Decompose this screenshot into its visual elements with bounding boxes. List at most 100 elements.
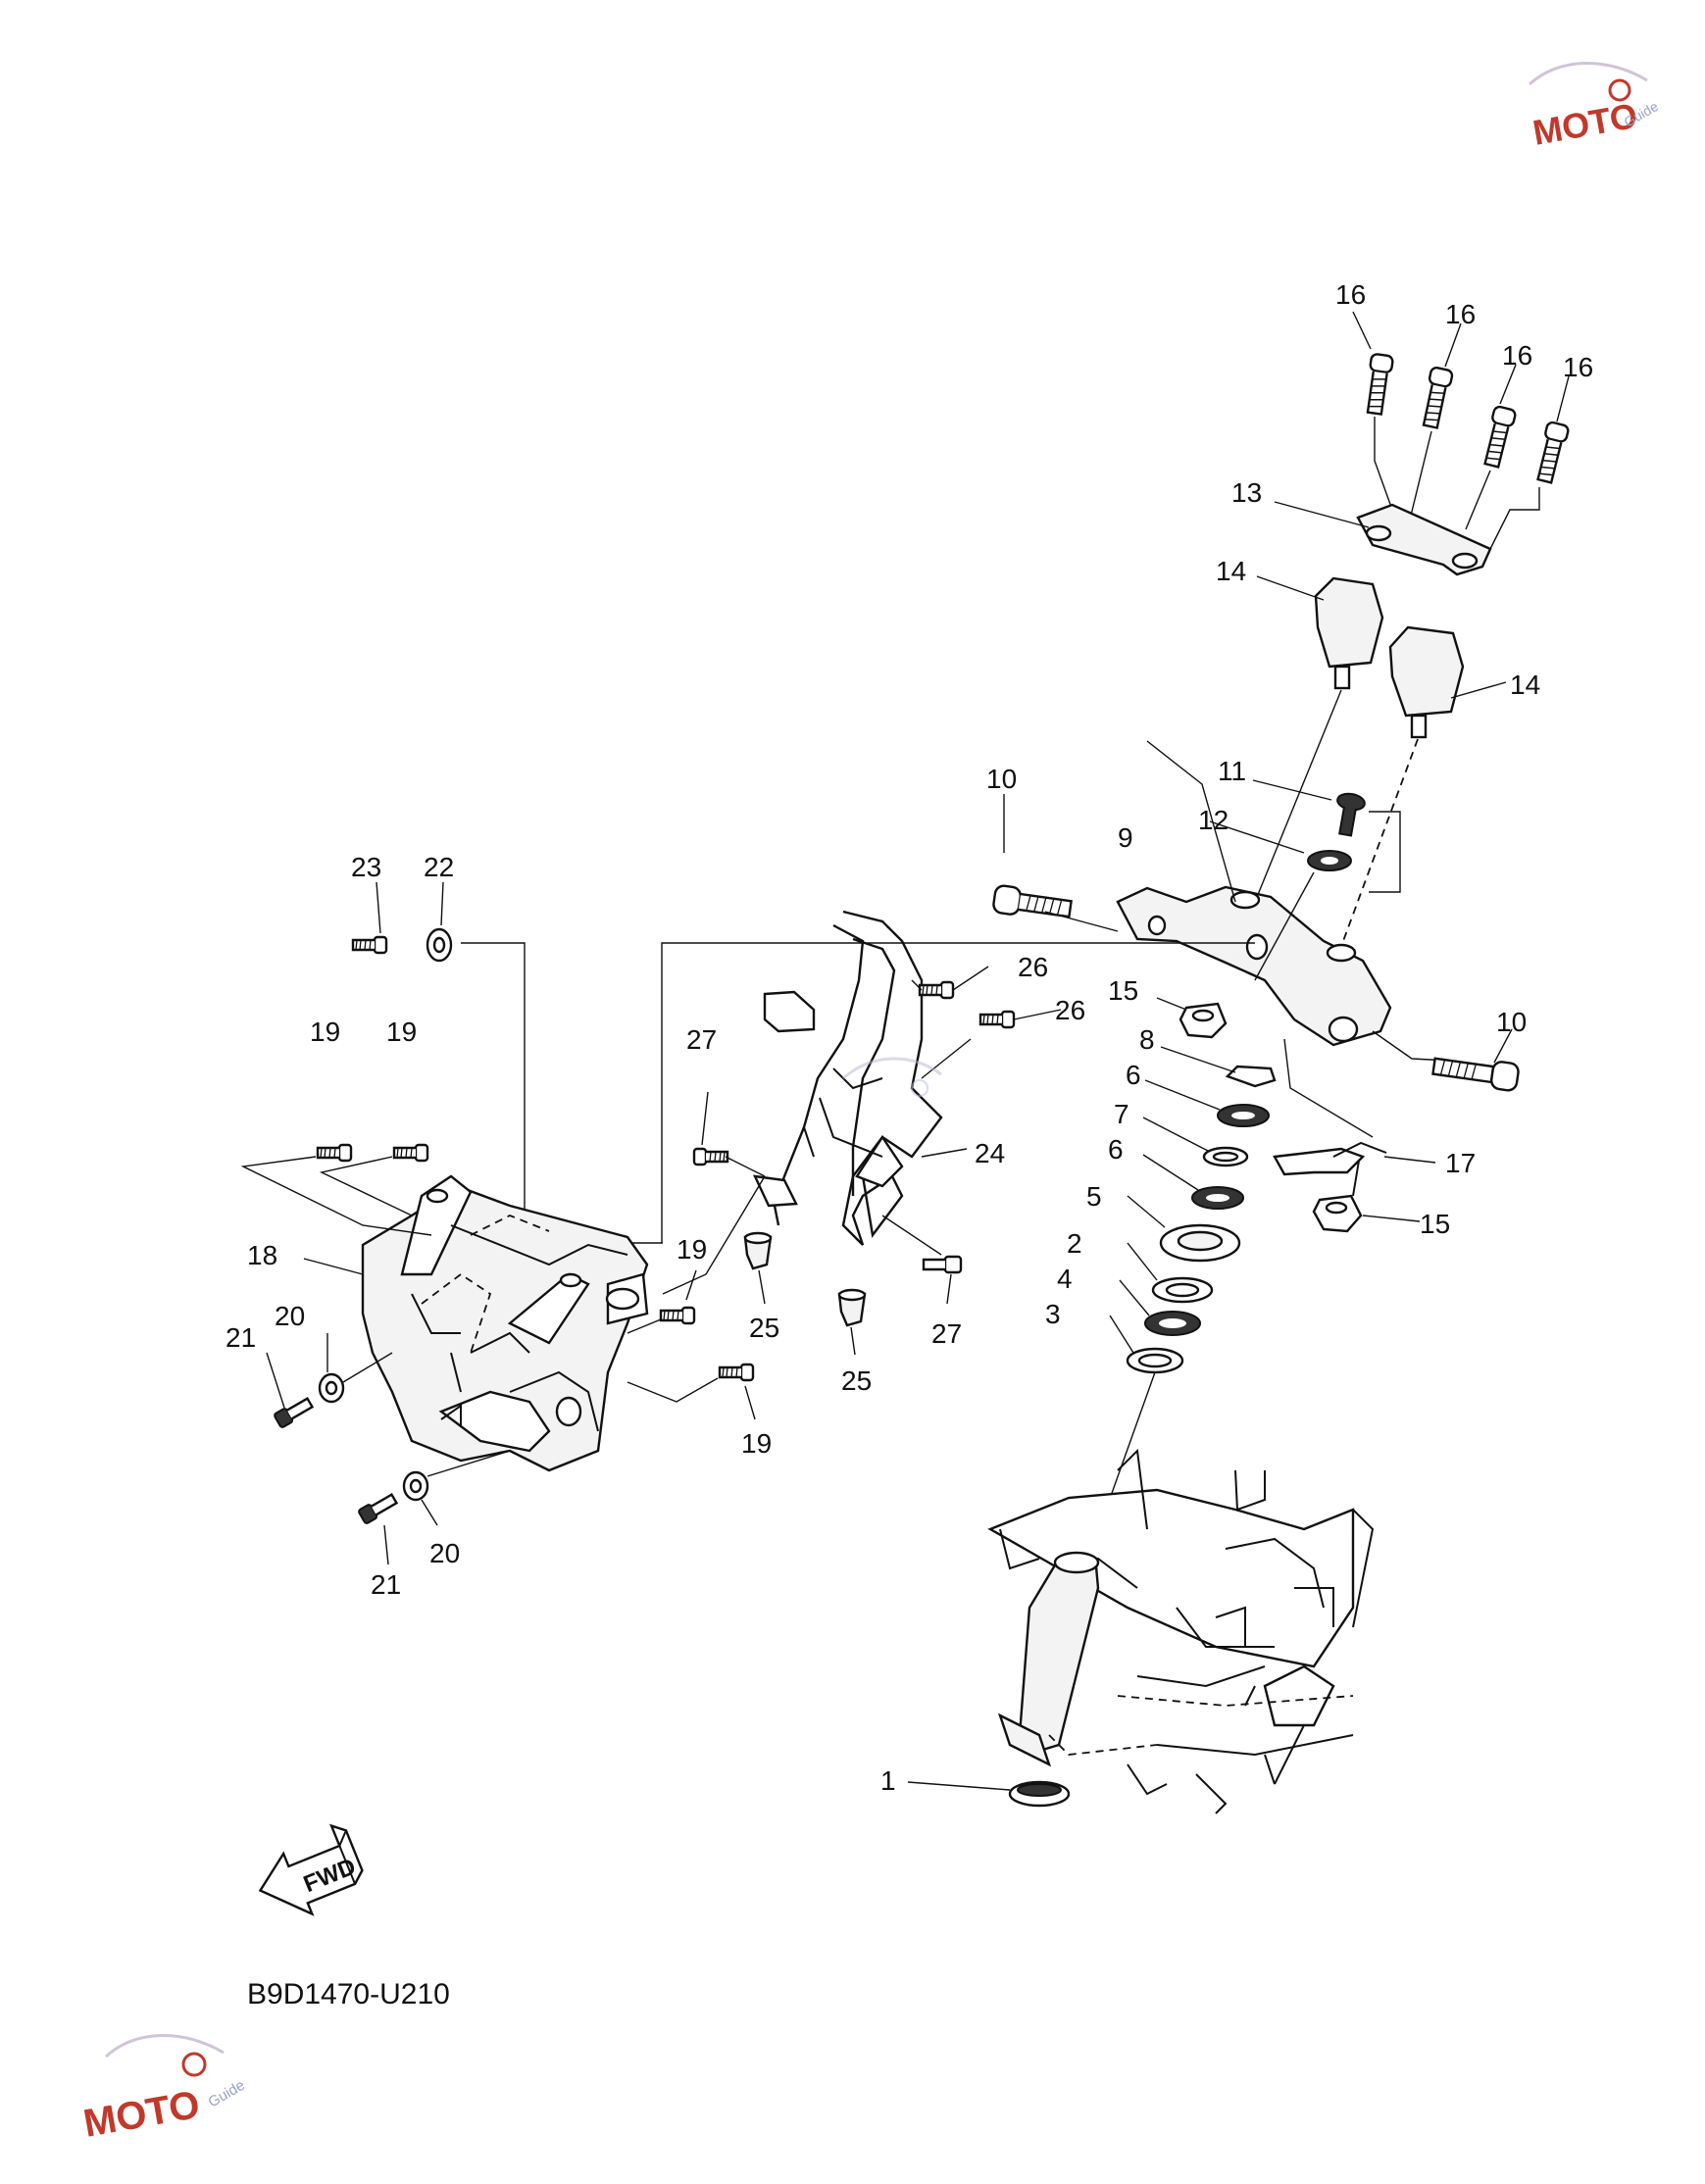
part-6-washer-lower: [1191, 1186, 1244, 1210]
part-14-lower-holder-left: [1314, 576, 1384, 669]
label-16-b: 16: [1445, 299, 1476, 329]
part-8-lock-washer: [1225, 1065, 1277, 1088]
label-26-b: 26: [1055, 995, 1085, 1025]
part-27-bolt-b: [922, 1255, 963, 1274]
label-14-b: 14: [1510, 670, 1540, 700]
car-silhouette-icon: [1528, 62, 1648, 86]
part-26-bolt-b: [978, 1010, 1016, 1029]
label-6-a: 6: [1126, 1060, 1141, 1090]
part-15-nut-upper: [1178, 1002, 1228, 1039]
label-1: 1: [880, 1765, 896, 1796]
leader-lines: [266, 311, 1570, 1791]
part-14-lower-holder-right: [1388, 625, 1465, 718]
part-16-bolt-c: [1479, 404, 1518, 470]
label-10-a: 10: [986, 764, 1017, 794]
watermark-brand-2: MOTO: [80, 2083, 203, 2146]
part-7-ring-nut: [1202, 1146, 1249, 1167]
label-5: 5: [1086, 1181, 1102, 1212]
label-15-b: 15: [1420, 1209, 1450, 1239]
watermark-top-right: MOTO Guide: [1528, 62, 1661, 153]
part-19-bolt-d: [718, 1363, 755, 1382]
part-25-nut-a: [743, 1231, 773, 1270]
frame-steering-head: [987, 1448, 1375, 1814]
label-2: 2: [1067, 1228, 1082, 1259]
part-10-bolt-left: [992, 884, 1073, 918]
part-16-bolt-b: [1418, 365, 1455, 430]
label-21-a: 21: [226, 1322, 256, 1353]
gear-icon: [911, 1079, 928, 1097]
label-22: 22: [424, 852, 454, 882]
part-4-ball-bearing: [1144, 1311, 1201, 1336]
label-18: 18: [247, 1240, 277, 1270]
left-housing-group: [240, 927, 766, 1524]
label-12: 12: [1198, 805, 1229, 835]
label-16-a: 16: [1335, 279, 1366, 310]
part-19-bolt-b: [392, 1143, 429, 1163]
label-19-c: 19: [677, 1234, 707, 1265]
label-4: 4: [1057, 1264, 1073, 1294]
part-19-bolt-c: [659, 1306, 696, 1325]
part-20-washer-lower: [402, 1470, 429, 1502]
part-23-bolt: [351, 935, 388, 955]
upper-bracket-group: [992, 792, 1520, 1138]
watermark-center: [842, 1057, 942, 1097]
label-27-a: 27: [686, 1024, 717, 1055]
label-20-b: 20: [429, 1538, 460, 1568]
part-21-bolt-lower: [358, 1493, 399, 1524]
part-2-race: [1151, 1276, 1214, 1304]
handlebar-holder-group: [1254, 352, 1571, 942]
part-21-bolt-upper: [274, 1397, 315, 1428]
callout-labels: 16 16 16 16 13 14 14 11 12 10 9 10 15 8 …: [226, 279, 1593, 1796]
part-6-washer-upper: [1217, 1104, 1270, 1127]
label-17: 17: [1445, 1148, 1476, 1178]
label-10-b: 10: [1496, 1007, 1527, 1037]
label-19-d: 19: [741, 1428, 772, 1459]
part-16-bolt-a: [1362, 352, 1395, 417]
car-silhouette-icon: [104, 2034, 225, 2059]
label-6-b: 6: [1108, 1134, 1124, 1165]
label-21-b: 21: [371, 1569, 401, 1600]
watermark-brand: MOTO: [1529, 95, 1640, 153]
label-11: 11: [1218, 756, 1246, 786]
part-16-bolt-d: [1532, 420, 1571, 485]
label-7: 7: [1114, 1099, 1129, 1129]
part-20-washer-upper: [318, 1372, 345, 1404]
gear-icon: [1608, 78, 1631, 102]
part-15-nut-lower: [1312, 1194, 1363, 1233]
gear-icon: [181, 2052, 207, 2077]
watermark-tag-2: Guide: [206, 2077, 248, 2111]
label-19-a: 19: [310, 1017, 340, 1047]
part-10-bolt-right: [1431, 1057, 1520, 1092]
part-1-lower-race: [1008, 1780, 1071, 1808]
label-16-c: 16: [1502, 340, 1532, 371]
label-24: 24: [975, 1138, 1005, 1168]
label-20-a: 20: [275, 1301, 305, 1331]
label-13: 13: [1231, 477, 1262, 508]
part-9-upper-bracket: [1116, 885, 1392, 1047]
part-19-bolt-a: [316, 1143, 353, 1163]
bearing-stack-group: [1105, 1002, 1387, 1511]
part-3-race: [1126, 1347, 1184, 1374]
label-15-a: 15: [1108, 975, 1138, 1006]
meter-stay-group: [692, 910, 1016, 1327]
label-23: 23: [351, 852, 381, 882]
label-16-d: 16: [1563, 352, 1593, 382]
label-19-b: 19: [386, 1017, 417, 1047]
diagram-code: B9D1470-U210: [247, 1978, 450, 2010]
part-12-washer: [1307, 850, 1352, 871]
part-5-dust-seal: [1159, 1223, 1241, 1263]
part-11-bolt: [1336, 792, 1366, 837]
forward-direction-arrow: FWD: [258, 1823, 364, 1916]
part-25-nut-b: [837, 1288, 867, 1327]
label-26-a: 26: [1018, 952, 1048, 982]
part-17-bracket: [1273, 1141, 1387, 1197]
label-14-a: 14: [1216, 556, 1246, 586]
label-3: 3: [1045, 1299, 1061, 1329]
label-25-b: 25: [841, 1365, 872, 1396]
watermark-bottom-left: MOTO Guide: [80, 2034, 248, 2146]
label-9: 9: [1118, 822, 1133, 853]
car-silhouette-icon: [842, 1057, 942, 1080]
part-26-bolt-a: [918, 980, 955, 1000]
part-24-meter-stay: [773, 923, 865, 1226]
